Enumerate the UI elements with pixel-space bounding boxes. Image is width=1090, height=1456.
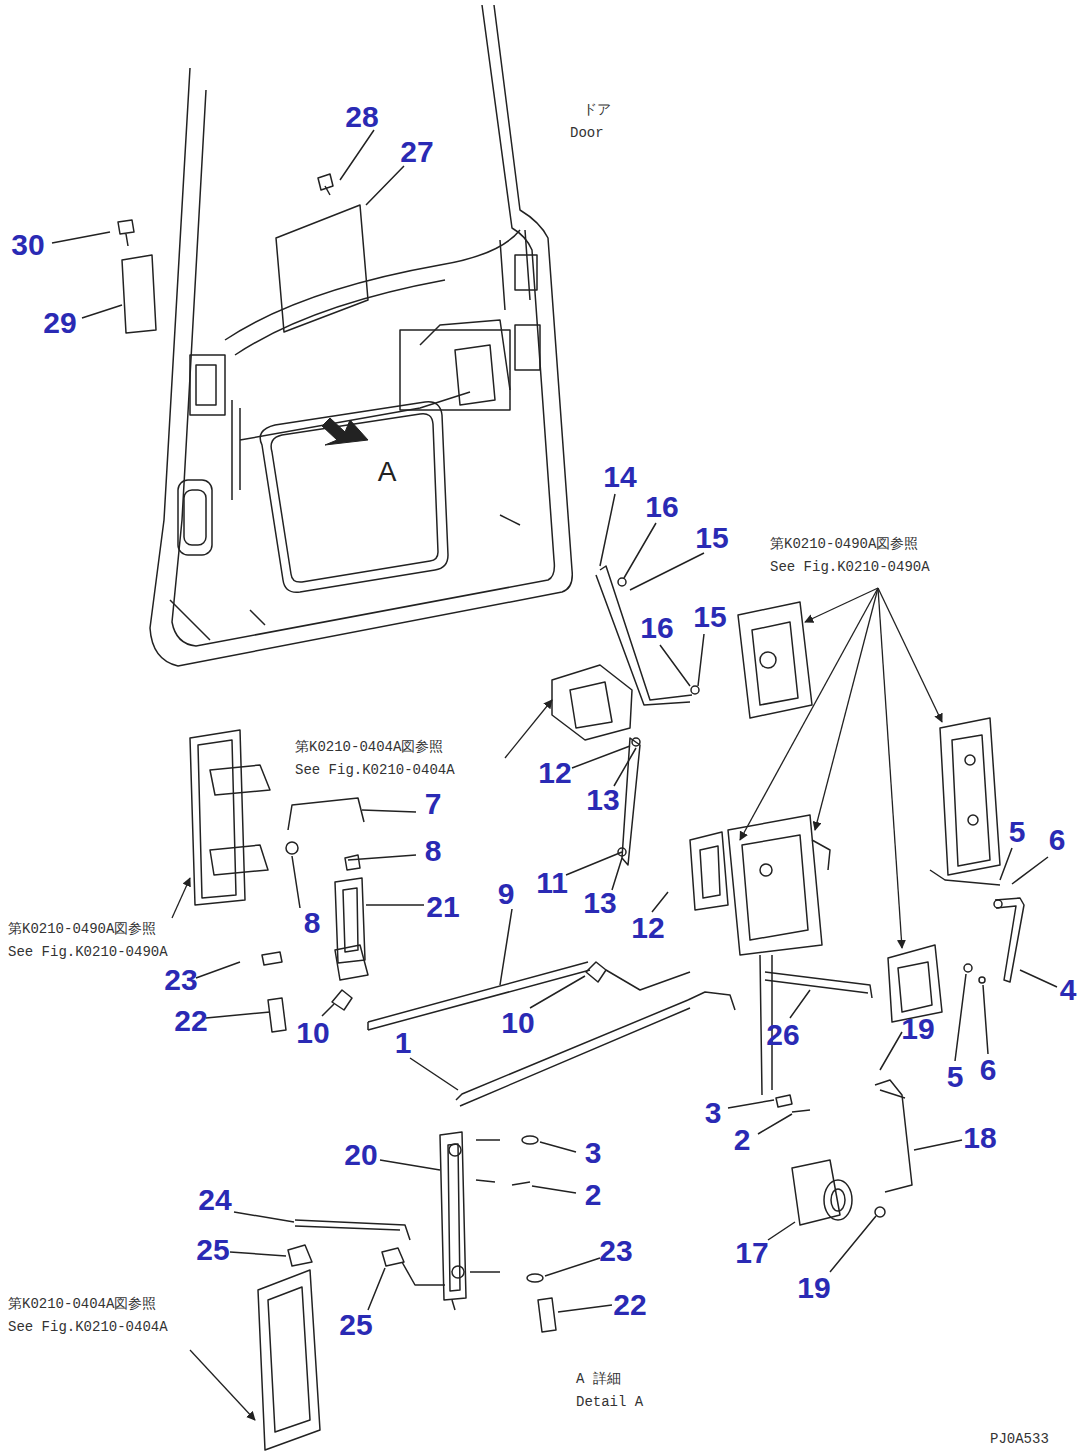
callout-number: 6	[980, 1055, 997, 1085]
callout-number: 24	[198, 1185, 231, 1215]
callout-number: 17	[735, 1238, 768, 1268]
note-text: See Fig.K0210-0404A	[295, 763, 455, 778]
callout-number: 13	[586, 785, 619, 815]
callout-number: 1	[395, 1028, 412, 1058]
note-text: 第K0210-0404A図参照	[8, 1297, 156, 1312]
callout-number: 6	[1049, 825, 1066, 855]
callout-number: 10	[296, 1018, 329, 1048]
note-text: Detail A	[576, 1395, 643, 1410]
callout-number: 25	[196, 1235, 229, 1265]
callout-number: 11	[536, 868, 568, 898]
note-text: See Fig.K0210-0490A	[770, 560, 930, 575]
callout-number: 9	[498, 879, 515, 909]
callout-number: 10	[501, 1008, 534, 1038]
callout-number: 3	[705, 1098, 722, 1128]
callout-number: 8	[304, 908, 321, 938]
callout-number: 13	[583, 888, 616, 918]
callout-number: 22	[613, 1290, 646, 1320]
callout-number: 8	[425, 836, 442, 866]
callout-number: 4	[1060, 975, 1077, 1005]
callout-number: 20	[344, 1140, 377, 1170]
callout-number: 22	[174, 1006, 207, 1036]
callout-number: 5	[947, 1062, 964, 1092]
note-text: 第K0210-0490A図参照	[8, 922, 156, 937]
callout-number: 19	[797, 1273, 830, 1303]
callout-number: 27	[400, 137, 433, 167]
callout-number: 23	[599, 1236, 632, 1266]
callout-number: 26	[766, 1020, 799, 1050]
callout-number: 25	[339, 1310, 372, 1340]
callout-number: 23	[164, 965, 197, 995]
callout-number: 12	[538, 758, 571, 788]
note-text: A 詳細	[576, 1372, 621, 1387]
callout-number: 15	[693, 602, 726, 632]
callout-number: 5	[1009, 817, 1026, 847]
note-text: 第K0210-0490A図参照	[770, 537, 918, 552]
note-text: Door	[570, 126, 604, 141]
callout-number: 3	[585, 1138, 602, 1168]
note-text: ドア	[583, 103, 611, 118]
callout-number: 21	[426, 892, 459, 922]
note-text: 第K0210-0404A図参照	[295, 740, 443, 755]
callout-number: 15	[695, 523, 728, 553]
callout-number: 16	[640, 613, 673, 643]
callout-number: 30	[11, 230, 44, 260]
callout-number: 14	[603, 462, 636, 492]
callout-number: 29	[43, 308, 76, 338]
callout-number: 18	[963, 1123, 996, 1153]
callout-number: 16	[645, 492, 678, 522]
callout-number: 7	[425, 789, 442, 819]
callout-number: 2	[585, 1180, 602, 1210]
view-letter: A	[378, 458, 397, 486]
note-text: PJ0A533	[990, 1432, 1049, 1447]
note-text: See Fig.K0210-0490A	[8, 945, 168, 960]
callout-number: 19	[901, 1014, 934, 1044]
callout-number: 2	[734, 1125, 751, 1155]
callout-number: 28	[345, 102, 378, 132]
note-text: See Fig.K0210-0404A	[8, 1320, 168, 1335]
callout-number: 12	[631, 913, 664, 943]
